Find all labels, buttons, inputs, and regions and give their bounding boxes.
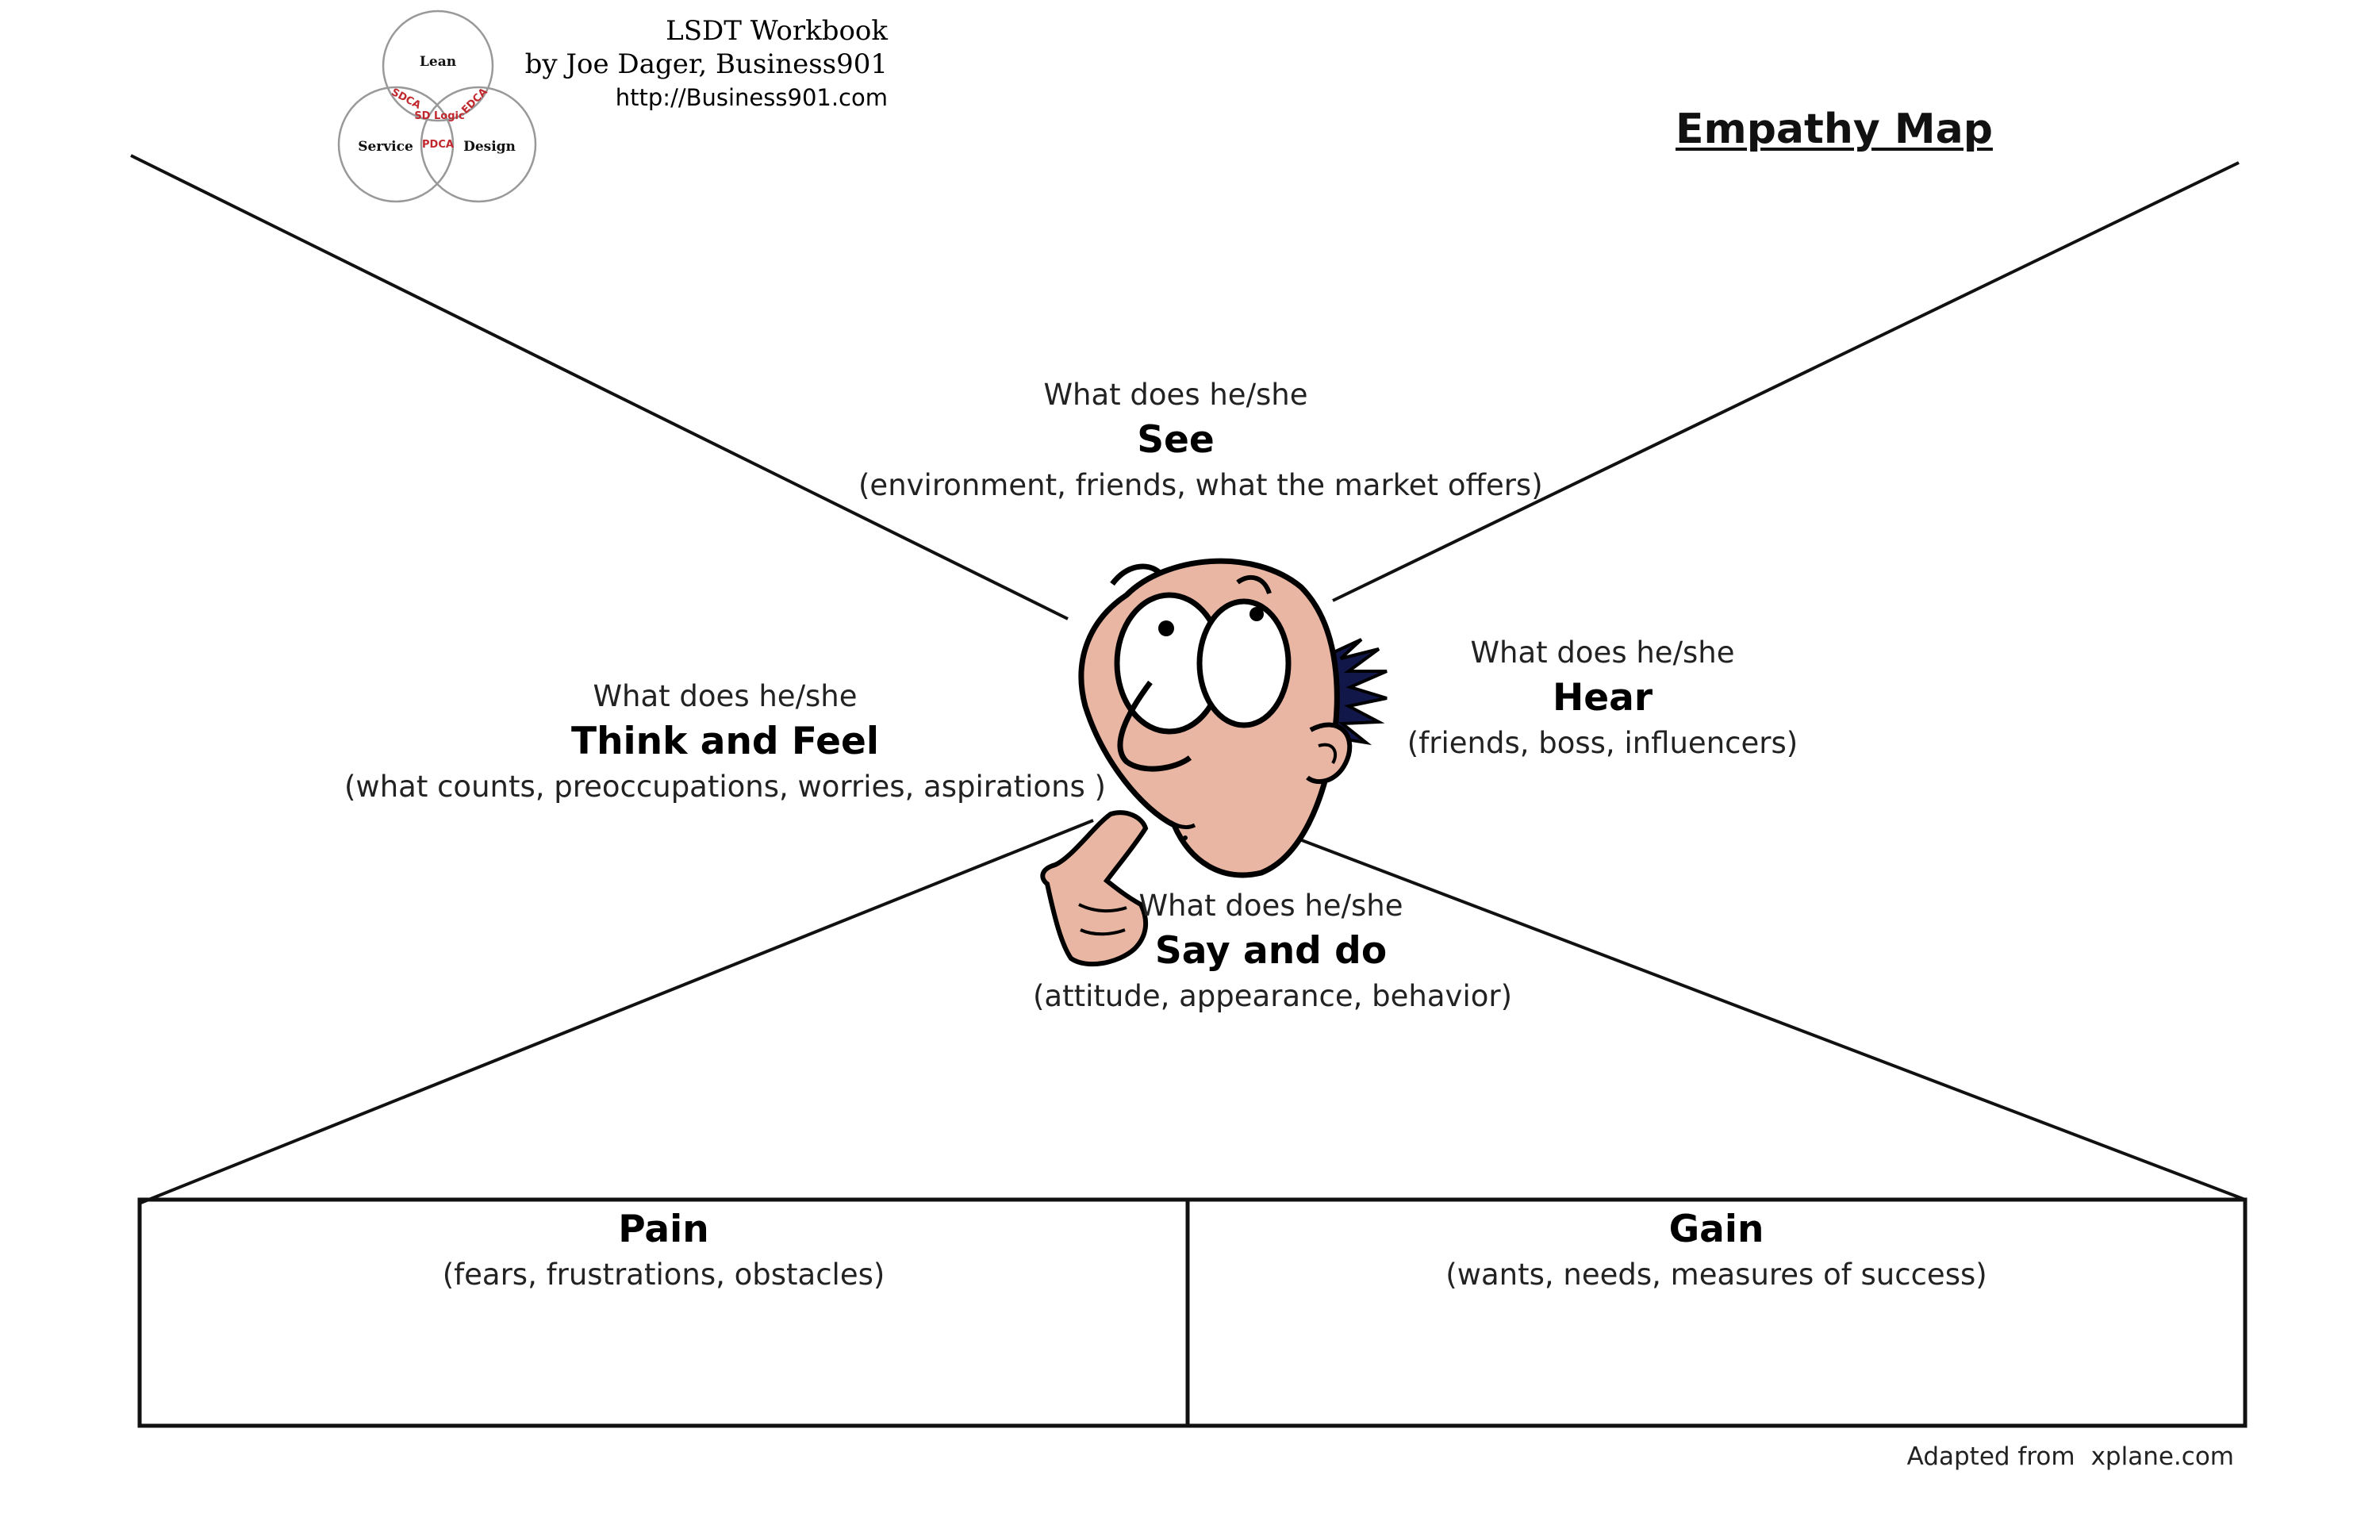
- say-do-section: What does he/she Say and do (attitude, a…: [1033, 885, 1509, 1017]
- see-question: What does he/she: [858, 374, 1493, 416]
- logo-label-pdca: PDCA: [422, 139, 454, 151]
- gain-section: Gain (wants, needs, measures of success): [1188, 1205, 2245, 1296]
- logo-label-design: Design: [463, 139, 516, 155]
- think-feel-section: What does he/she Think and Feel (what co…: [328, 676, 1122, 808]
- logo-label-service: Service: [358, 139, 413, 155]
- logo-label-edca: EDCA: [459, 86, 489, 116]
- credit-line: Adapted from xplane.com: [1907, 1442, 2234, 1471]
- hear-question: What does he/she: [1365, 632, 1841, 674]
- logo-label-lean: Lean: [420, 54, 456, 70]
- say-do-question: What does he/she: [1033, 885, 1509, 927]
- see-title: See: [858, 416, 1493, 465]
- think-feel-question: What does he/she: [328, 676, 1122, 717]
- credit-label: Adapted from: [1907, 1442, 2075, 1471]
- credit-source[interactable]: xplane.com: [2091, 1442, 2234, 1471]
- hear-title: Hear: [1365, 674, 1841, 723]
- pain-section: Pain (fears, frustrations, obstacles): [140, 1205, 1188, 1296]
- author-line: by Joe Dager, Business901: [525, 48, 888, 81]
- think-feel-title: Think and Feel: [328, 717, 1122, 766]
- logo-venn: Lean Service Design SDCA SD Logic EDCA P…: [339, 11, 536, 202]
- diagonal-line-bottom-left: [139, 820, 1093, 1204]
- page-title: Empathy Map: [1676, 106, 1993, 153]
- pain-subtitle: (fears, frustrations, obstacles): [140, 1254, 1188, 1296]
- website-link[interactable]: http://Business901.com: [525, 81, 888, 114]
- hear-section: What does he/she Hear (friends, boss, in…: [1365, 632, 1841, 764]
- gain-title: Gain: [1188, 1205, 2245, 1254]
- header-block: LSDT Workbook by Joe Dager, Business901 …: [525, 14, 888, 114]
- see-subtitle: (environment, friends, what the market o…: [858, 465, 1493, 506]
- logo-label-sdlogic: SD Logic: [414, 110, 464, 122]
- think-feel-subtitle: (what counts, preoccupations, worries, a…: [328, 766, 1122, 808]
- logo-label-sdca: SDCA: [390, 86, 423, 112]
- workbook-title: LSDT Workbook: [525, 14, 888, 48]
- gain-subtitle: (wants, needs, measures of success): [1188, 1254, 2245, 1296]
- hear-subtitle: (friends, boss, influencers): [1365, 723, 1841, 764]
- say-do-title: Say and do: [1033, 927, 1509, 976]
- see-section: What does he/she See (environment, frien…: [858, 374, 1493, 506]
- pain-title: Pain: [140, 1205, 1188, 1254]
- say-do-subtitle: (attitude, appearance, behavior): [1033, 976, 1509, 1017]
